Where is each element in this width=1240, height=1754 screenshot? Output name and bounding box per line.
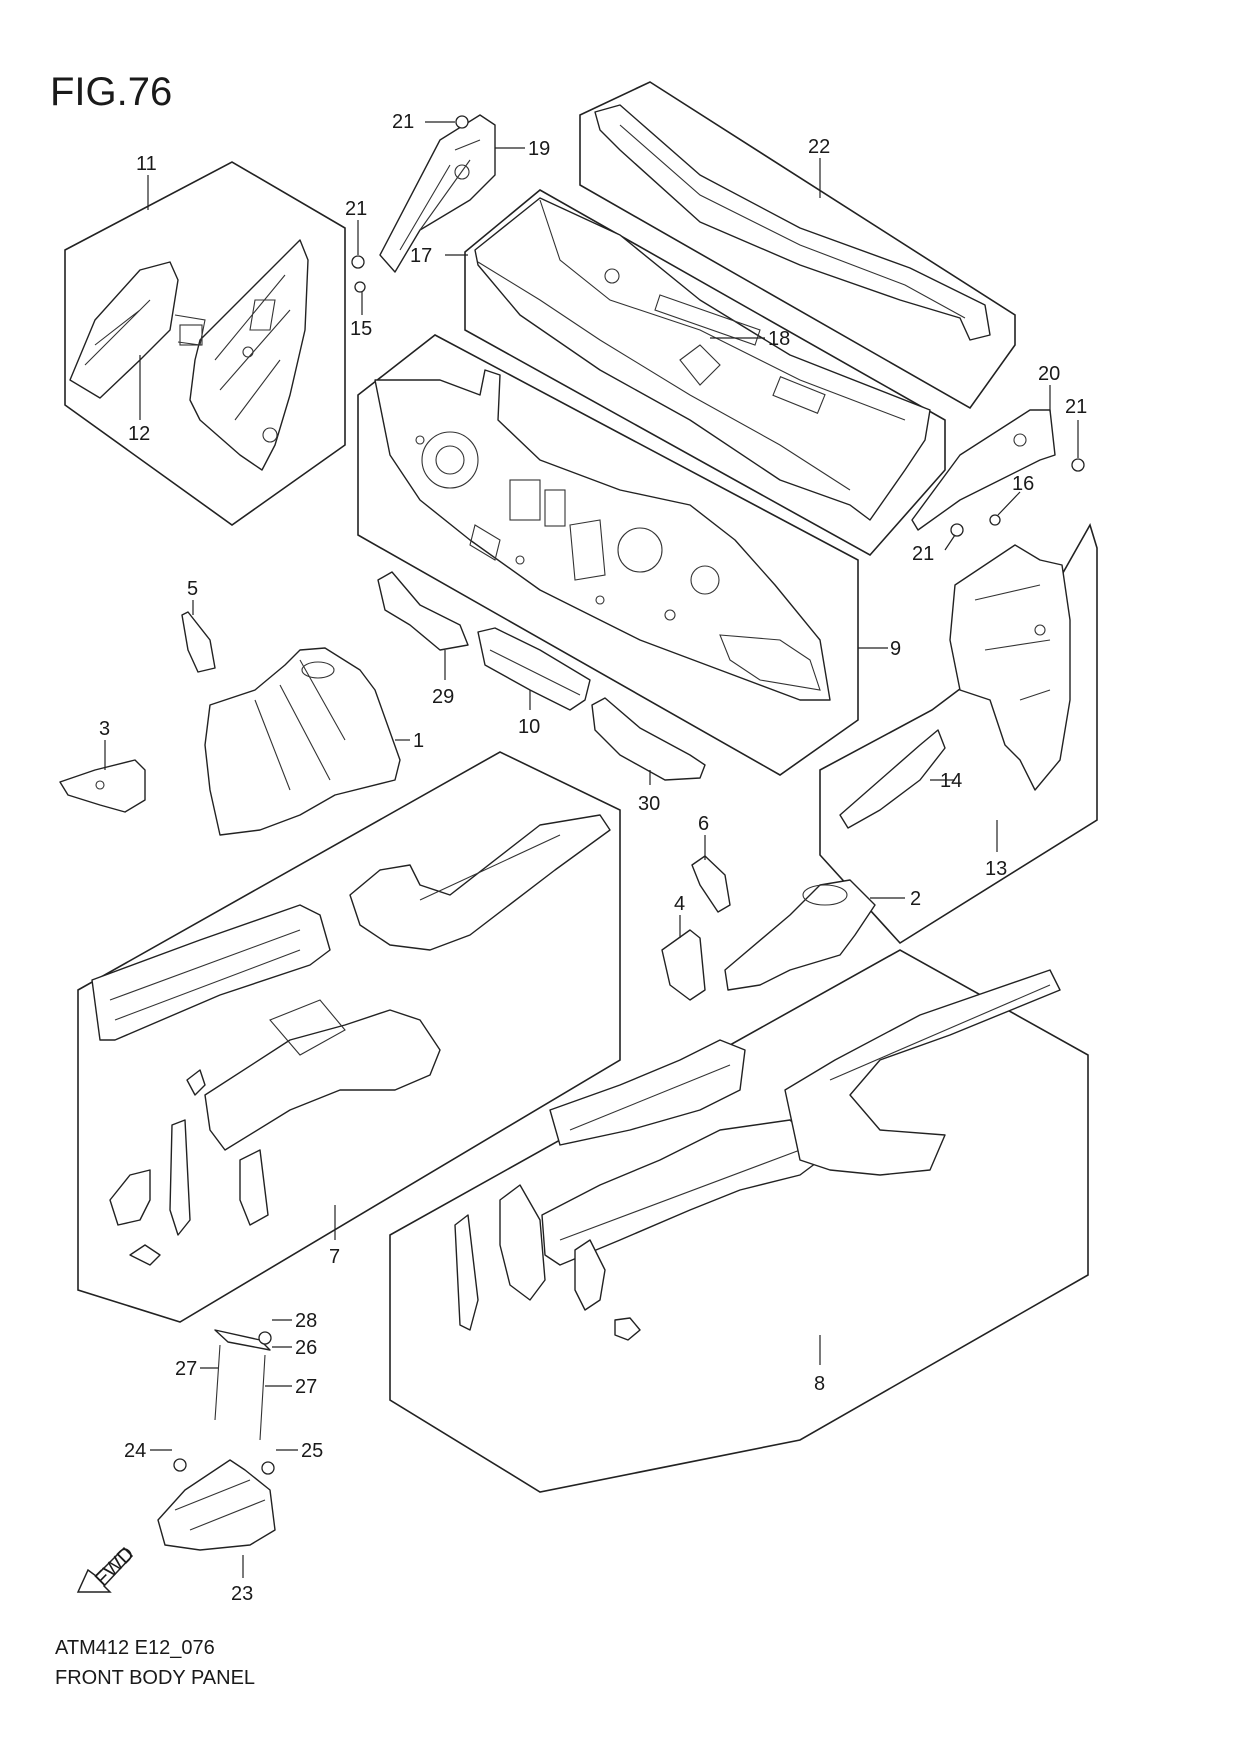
leader-21d (944, 534, 956, 551)
part-2-strut-tower (724, 879, 876, 991)
callout-1: 1 (413, 730, 424, 752)
callout-20: 20 (1038, 363, 1060, 385)
part-6-bracket (691, 855, 731, 913)
group-box-7 (77, 751, 621, 1323)
part-29-member (377, 571, 469, 651)
part-5-bracket (181, 611, 216, 673)
callout-27-left: 27 (175, 1358, 197, 1380)
nut-28 (258, 1331, 272, 1345)
callout-2: 2 (910, 888, 921, 910)
group-box-17 (464, 189, 946, 557)
callout-22: 22 (808, 136, 830, 158)
callout-6: 6 (698, 813, 709, 835)
bolt-21-top (455, 115, 469, 129)
fwd-arrow-icon: FWD (76, 1543, 139, 1593)
part-14-bracket (839, 729, 946, 829)
callout-11: 11 (136, 153, 157, 175)
callout-29: 29 (432, 686, 454, 708)
callout-21-right: 21 (1065, 396, 1087, 418)
callout-27-right: 27 (295, 1376, 317, 1398)
part-12-bracket (69, 261, 206, 399)
callout-13: 13 (985, 858, 1007, 880)
callout-4: 4 (674, 893, 685, 915)
part-20-bracket (911, 409, 1056, 531)
group-box-11 (64, 161, 346, 526)
part-11-panel (189, 239, 309, 471)
part-1-strut-tower (204, 647, 401, 836)
callout-7: 7 (329, 1246, 340, 1268)
document-title: FRONT BODY PANEL (55, 1667, 256, 1689)
bolt-21-lower (950, 523, 964, 537)
part-13-side-panel (949, 544, 1071, 791)
callout-19: 19 (528, 138, 550, 160)
part-23-mount (157, 1329, 276, 1551)
group-box-9 (357, 334, 859, 776)
part-22-cowl-top (594, 104, 991, 341)
part-30-member (591, 697, 706, 781)
leader-16 (997, 491, 1021, 516)
part-19-bracket (379, 114, 496, 273)
callout-5: 5 (187, 578, 198, 600)
part-7-assembly (91, 814, 611, 1266)
fwd-label: FWD (91, 1543, 139, 1591)
callout-21-lower: 21 (912, 543, 934, 565)
callout-18: 18 (768, 328, 790, 350)
callout-9: 9 (890, 638, 901, 660)
callout-28: 28 (295, 1310, 317, 1332)
callout-10: 10 (518, 716, 540, 738)
bolt-16 (989, 514, 1001, 526)
callout-21-top: 21 (392, 111, 414, 133)
document-code: ATM412 E12_076 (55, 1637, 215, 1659)
bolt-21-right (1071, 458, 1085, 472)
figure-title: FIG.76 (50, 70, 173, 114)
callout-3: 3 (99, 718, 110, 740)
nut-25 (261, 1461, 275, 1475)
callout-23: 23 (231, 1583, 253, 1605)
callout-25: 25 (301, 1440, 323, 1462)
callout-12: 12 (128, 423, 150, 445)
callout-24: 24 (124, 1440, 146, 1462)
callout-15: 15 (350, 318, 372, 340)
part-10-member (477, 627, 591, 711)
bolt-21-mid (351, 255, 365, 269)
part-17-cowl-panel (474, 197, 931, 521)
part-9-dash-panel (374, 369, 831, 701)
bolt-15 (354, 281, 366, 293)
group-box-22 (579, 81, 1016, 410)
callout-17: 17 (410, 245, 432, 267)
part-3-bracket (59, 759, 146, 813)
callout-26: 26 (295, 1337, 317, 1359)
callout-14: 14 (940, 770, 962, 792)
nut-24 (173, 1458, 187, 1472)
part-8-assembly (454, 969, 1061, 1341)
group-box-8 (389, 949, 1089, 1493)
callout-16: 16 (1012, 473, 1034, 495)
part-4-bracket (661, 929, 706, 1001)
callout-30: 30 (638, 793, 660, 815)
callout-21-mid: 21 (345, 198, 367, 220)
callout-8: 8 (814, 1373, 825, 1395)
